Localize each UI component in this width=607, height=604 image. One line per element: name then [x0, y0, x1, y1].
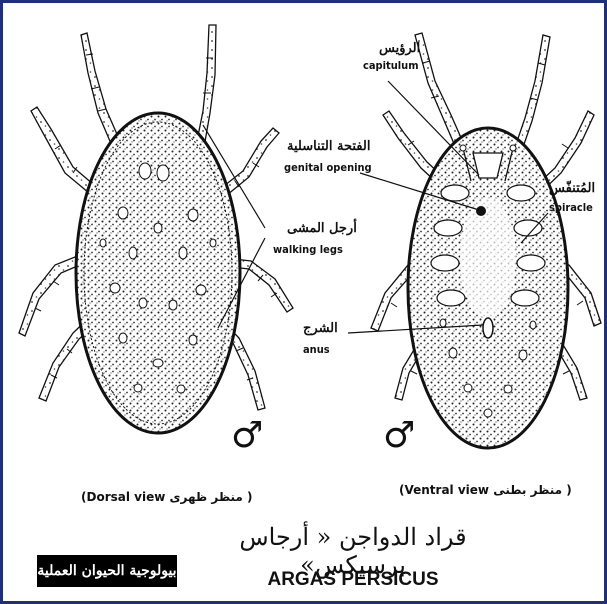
anus	[483, 318, 493, 338]
genital-opening	[476, 206, 486, 216]
book-badge: بيولوجية الحيوان العملية	[37, 555, 177, 587]
spiracle-label-ar: المُتنفّس	[549, 181, 595, 196]
capitulum-label-ar: الرؤيس	[379, 41, 420, 56]
walking-legs-label-ar: أرجل المشى	[287, 221, 357, 236]
dorsal-caption: (Dorsal view منظر ظهرى )	[81, 490, 253, 504]
anus-label-ar: الشرج	[303, 321, 338, 336]
dorsal-view	[19, 25, 293, 433]
tick-illustration	[3, 3, 604, 601]
genital-opening-label: genital opening	[284, 161, 372, 174]
genital-opening-label-ar: الفتحة التناسلية	[287, 139, 370, 154]
ventral-caption: (Ventral view منظر بطنى )	[399, 483, 572, 497]
anus-label: anus	[303, 343, 330, 356]
male-symbol-dorsal: ♂	[231, 415, 263, 456]
spiracle-label: spiracle	[549, 201, 593, 214]
dorsal-body	[76, 113, 240, 433]
ventral-plate	[460, 198, 516, 318]
ventral-view	[371, 33, 601, 448]
title-latin: ARGAS PERSICUS	[243, 569, 463, 591]
walking-legs-label: walking legs	[273, 243, 343, 256]
capitulum-label: capitulum	[363, 59, 419, 72]
male-symbol-ventral: ♂	[383, 415, 415, 456]
